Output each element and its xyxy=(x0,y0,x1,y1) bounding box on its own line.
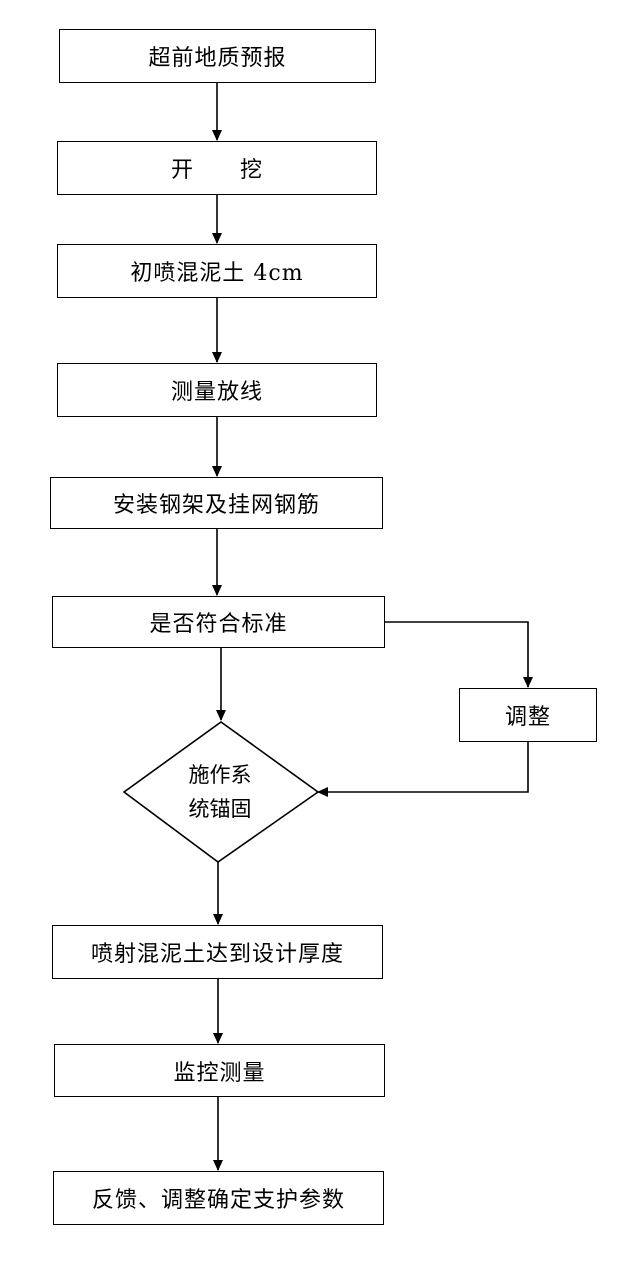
arrow-adjust-to-anchor xyxy=(317,741,529,797)
step-spray-thickness-label: 喷射混泥土达到设计厚度 xyxy=(90,942,344,967)
step-install-frame: 安装钢架及挂网钢筋 xyxy=(50,477,383,529)
step-install-frame-label: 安装钢架及挂网钢筋 xyxy=(112,493,320,518)
step-spray-initial-label: 初喷混泥土 4cm xyxy=(130,261,304,286)
step-excavate: 开 挖 xyxy=(57,141,377,195)
step-spray-thickness: 喷射混泥土达到设计厚度 xyxy=(52,925,383,979)
step-forecast: 超前地质预报 xyxy=(59,29,376,83)
step-survey-layout: 测量放线 xyxy=(57,363,377,417)
step-check-standard-label: 是否符合标准 xyxy=(149,612,288,637)
step-forecast-label: 超前地质预报 xyxy=(148,46,287,71)
step-monitor: 监控测量 xyxy=(54,1044,385,1097)
step-monitor-label: 监控测量 xyxy=(173,1060,266,1086)
step-excavate-label: 开 挖 xyxy=(170,158,263,183)
step-adjust-label: 调整 xyxy=(504,705,551,730)
anchor-decision-text: 施作系 统锚固 xyxy=(160,758,280,826)
step-survey-layout-label: 测量放线 xyxy=(170,380,263,405)
step-adjust: 调整 xyxy=(459,688,597,742)
anchor-decision-diamond xyxy=(122,721,320,863)
step-feedback: 反馈、调整确定支护参数 xyxy=(53,1171,384,1225)
arrow-check-to-adjust xyxy=(384,621,533,688)
step-check-standard: 是否符合标准 xyxy=(52,596,385,648)
anchor-line-2: 统锚固 xyxy=(188,797,252,821)
step-spray-initial: 初喷混泥土 4cm xyxy=(57,244,377,298)
anchor-line-1: 施作系 xyxy=(188,763,252,787)
step-feedback-label: 反馈、调整确定支护参数 xyxy=(91,1188,345,1213)
